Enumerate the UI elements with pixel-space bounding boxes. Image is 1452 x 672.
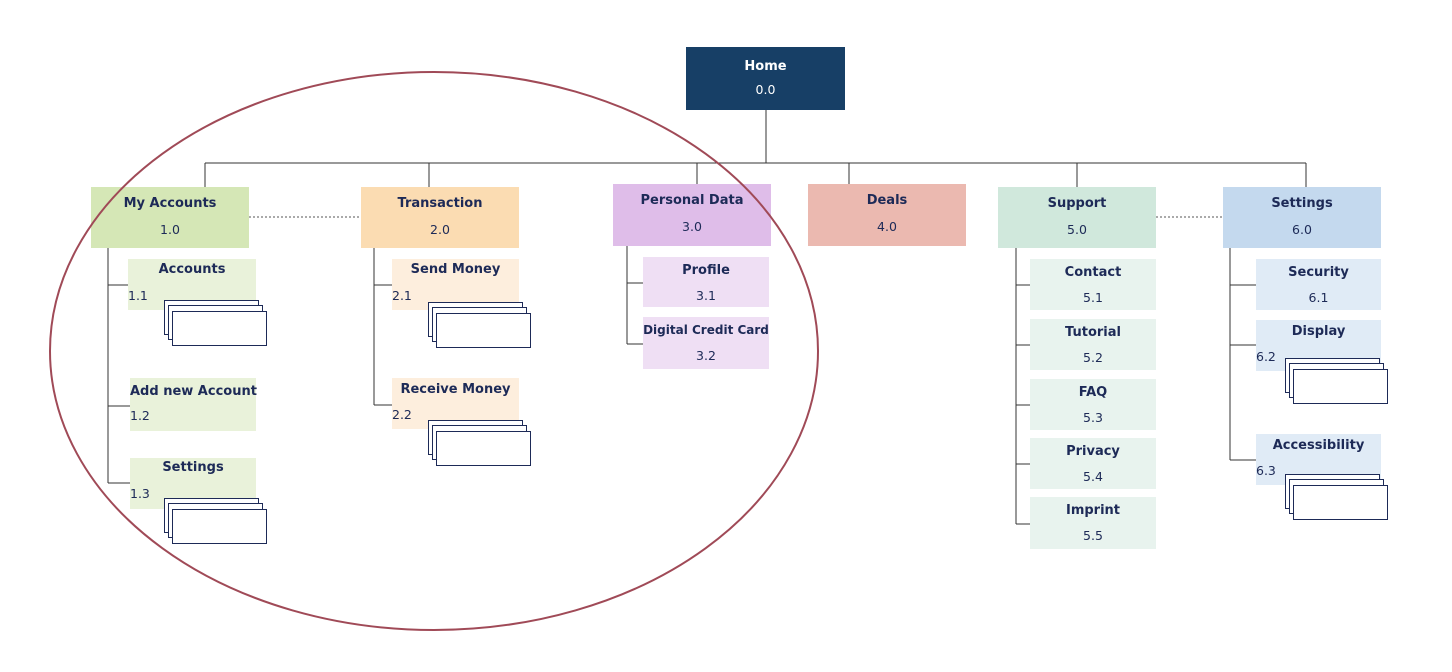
page-stack <box>164 498 268 546</box>
page-stack <box>164 300 268 348</box>
child-imprint: Imprint 5.5 <box>1030 497 1156 549</box>
child-number: 3.1 <box>696 288 716 303</box>
section-number: 2.0 <box>430 222 450 237</box>
child-add-new-account: Add new Account 1.2 <box>130 378 257 431</box>
section-settings: Settings 6.0 <box>1223 187 1381 248</box>
section-number: 4.0 <box>877 219 897 234</box>
home-number: 0.0 <box>755 82 776 97</box>
child-title: Send Money <box>410 262 501 277</box>
child-title: Receive Money <box>400 382 511 397</box>
child-title: Imprint <box>1065 503 1121 518</box>
section-title: Settings <box>1271 196 1333 211</box>
home-title: Home <box>744 59 787 74</box>
child-security: Security 6.1 <box>1256 259 1381 310</box>
section-title: Deals <box>866 193 908 208</box>
child-number: 6.1 <box>1308 290 1329 305</box>
child-contact: Contact 5.1 <box>1030 259 1156 310</box>
child-number: 1.2 <box>130 408 150 423</box>
child-title: Digital Credit Card <box>643 323 769 337</box>
section-deals: Deals 4.0 <box>808 184 966 246</box>
section-transaction: Transaction 2.0 <box>361 187 519 248</box>
home-node: Home 0.0 <box>686 47 845 110</box>
child-number: 5.4 <box>1083 469 1103 484</box>
section-number: 1.0 <box>160 222 180 237</box>
child-number: 3.2 <box>696 348 716 363</box>
section-number: 6.0 <box>1292 222 1312 237</box>
child-number: 6.3 <box>1256 463 1276 478</box>
child-title: Accounts <box>158 262 226 277</box>
child-title: Privacy <box>1066 444 1120 459</box>
child-title: Accessibility <box>1272 438 1365 453</box>
child-profile: Profile 3.1 <box>643 257 769 307</box>
page-stack <box>1285 474 1391 522</box>
child-title: Display <box>1291 324 1346 339</box>
child-title: Add new Account <box>130 384 257 399</box>
page-stack <box>1285 358 1391 406</box>
child-title: Settings <box>162 460 224 475</box>
page-stack <box>428 302 532 350</box>
section-number: 3.0 <box>682 219 702 234</box>
child-faq: FAQ 5.3 <box>1030 379 1156 430</box>
child-title: FAQ <box>1078 385 1108 400</box>
section-personal-data: Personal Data 3.0 <box>613 184 771 246</box>
child-number: 5.3 <box>1083 410 1103 425</box>
child-number: 1.3 <box>130 486 150 501</box>
section-title: Support <box>1047 196 1107 211</box>
child-title: Tutorial <box>1065 325 1121 340</box>
child-number: 5.1 <box>1083 290 1103 305</box>
child-number: 1.1 <box>128 288 148 303</box>
section-title: My Accounts <box>123 196 217 211</box>
section-my-accounts: My Accounts 1.0 <box>91 187 249 248</box>
section-title: Transaction <box>397 196 483 211</box>
section-support: Support 5.0 <box>998 187 1156 248</box>
child-title: Security <box>1288 265 1349 280</box>
page-stack <box>428 420 532 468</box>
section-number: 5.0 <box>1067 222 1087 237</box>
section-title: Personal Data <box>640 193 744 208</box>
child-title: Contact <box>1064 265 1122 280</box>
child-tutorial: Tutorial 5.2 <box>1030 319 1156 370</box>
child-number: 2.2 <box>392 407 412 422</box>
child-number: 2.1 <box>392 288 412 303</box>
child-privacy: Privacy 5.4 <box>1030 438 1156 489</box>
child-number: 5.2 <box>1083 350 1103 365</box>
child-number: 5.5 <box>1083 528 1103 543</box>
child-number: 6.2 <box>1256 349 1276 364</box>
child-title: Profile <box>682 263 730 278</box>
child-digital-credit-card: Digital Credit Card 3.2 <box>643 317 769 369</box>
